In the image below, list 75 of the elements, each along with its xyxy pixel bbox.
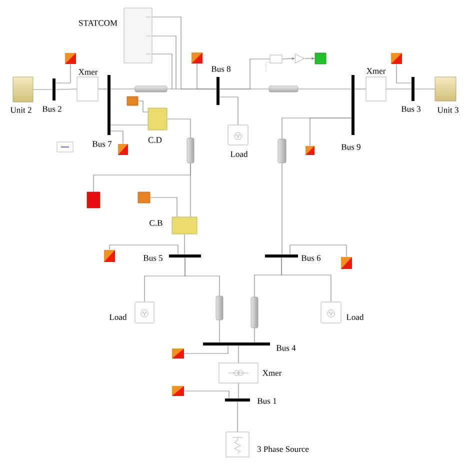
connector-line [184,390,230,399]
connector-line [166,118,191,138]
connector-line [55,88,78,90]
bus-label: Bus 3 [401,106,420,112]
connector-line [219,96,238,126]
connector-line [238,345,239,364]
connector-line [237,401,238,432]
measurement-block [192,52,202,64]
measurement-block [118,144,128,155]
measurement-block [391,53,402,64]
connector-line [310,118,352,146]
measurement-block [306,146,314,155]
connector-line [386,88,412,90]
connector-line [196,63,217,90]
block-label: Xmer [366,68,386,74]
measurement-block [341,257,352,269]
connector-line [138,100,148,112]
connector-line [184,234,185,255]
connector-line [254,328,255,343]
fault-block [86,192,100,208]
transmission-line-block [216,296,224,320]
bus-label: Bus 9 [341,144,360,150]
connector-line [110,88,136,90]
transmission-line-block [250,296,258,328]
connector-line [184,257,220,296]
connector-line [55,64,71,84]
block-label: Xmer [78,69,98,75]
transmission-line-block [278,138,286,164]
connector-line [184,345,228,354]
connector-line [290,244,347,258]
block-label: STATCOM [79,20,118,26]
switch-block [270,54,282,64]
connector-line [110,130,124,144]
connector-line [150,197,178,218]
bus-label: Bus 7 [92,141,112,147]
connector-line [219,320,220,343]
connector-line [281,257,332,302]
bus-label: Bus 8 [211,66,230,72]
connector-line [219,58,270,90]
bus-label: Bus 6 [301,255,321,261]
connector-line [396,64,412,84]
connector-line [110,124,148,126]
block-label: Load [346,314,364,320]
bus-label: Bus 2 [42,106,62,112]
block-label: Unit 2 [10,107,32,113]
connector-line [298,88,352,90]
signal-block [126,96,138,106]
settings-block [56,142,74,152]
measurement-block [104,250,115,262]
block-label: C.D [148,137,162,143]
transmission-line-block [186,138,194,164]
block-label: Unit 3 [437,107,458,113]
block-label: Load [110,314,127,320]
transmission-line-block [134,86,168,92]
bus-label: Bus 5 [143,255,162,261]
connector-line [32,89,53,90]
bus-label: Bus 4 [276,345,296,351]
connector-line [109,244,178,255]
block-label: 3 Phase Source [257,446,309,452]
connector-line [98,88,108,90]
indicator-block [314,52,326,64]
block-label: Load [230,151,248,157]
measurement-block [172,386,184,396]
connector-line [93,162,191,192]
signal-block [138,192,150,204]
block-label: Xmer [262,370,282,376]
bus-label: Bus 1 [257,398,276,404]
transmission-line-block [268,86,298,92]
connector-line [414,88,436,90]
block-label: C.B [150,220,162,226]
gain-block [295,54,304,64]
connector-line [238,382,239,399]
measurement-block [65,53,76,64]
measurement-block [172,348,184,358]
connector-line [354,88,366,90]
